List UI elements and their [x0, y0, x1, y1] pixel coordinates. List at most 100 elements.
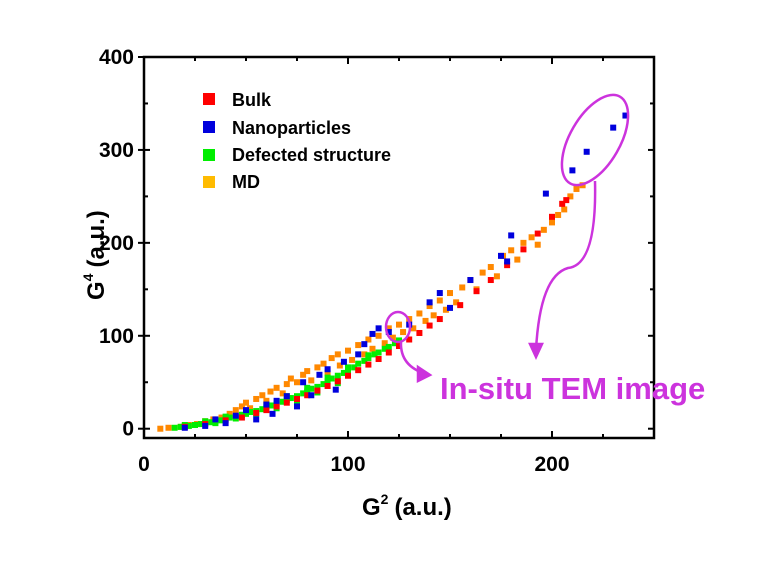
point-defected-structure: [396, 337, 402, 344]
point-bulk: [304, 392, 311, 399]
point-nanoparticles: [583, 148, 590, 155]
point-defected-structure: [334, 372, 341, 379]
point-defected-structure: [171, 424, 178, 431]
point-bulk: [473, 288, 480, 295]
point-nanoparticles: [222, 420, 229, 427]
point-defected-structure: [324, 374, 331, 381]
point-defected-structure: [340, 369, 347, 376]
point-md: [263, 397, 270, 404]
point-md: [534, 241, 541, 248]
point-nanoparticles: [447, 304, 453, 311]
x-tick-label: 0: [138, 453, 150, 476]
point-bulk: [385, 349, 392, 356]
point-nanoparticles: [369, 330, 376, 337]
legend-swatch-defected: [203, 149, 215, 161]
point-md: [375, 332, 382, 339]
y-axis-label: G4(a.u.): [80, 210, 110, 300]
point-md: [514, 256, 521, 263]
point-bulk: [314, 387, 321, 394]
point-md: [561, 206, 568, 213]
legend-swatch-bulk: [203, 93, 215, 105]
y-tick-label: 100: [99, 325, 134, 348]
point-md: [549, 219, 555, 226]
point-nanoparticles: [508, 232, 515, 239]
point-md: [226, 410, 233, 417]
point-defected-structure: [324, 378, 331, 385]
legend: Bulk Nanoparticles Defected structure MD: [203, 90, 391, 192]
point-md: [238, 403, 245, 410]
point-md: [442, 306, 449, 313]
point-md: [426, 303, 433, 310]
legend-label-md: MD: [232, 172, 260, 192]
point-md: [422, 317, 429, 324]
point-bulk: [273, 403, 280, 410]
point-nanoparticles: [232, 412, 239, 419]
point-md: [555, 211, 562, 218]
x-axis-label: G2(a.u.): [362, 491, 452, 521]
y-tick-label: 200: [99, 232, 134, 255]
point-defected-structure: [259, 406, 266, 413]
annotation-text: In-situ TEM image: [440, 371, 705, 406]
point-md: [361, 351, 368, 358]
point-md: [324, 369, 331, 376]
point-nanoparticles: [375, 325, 382, 332]
point-bulk: [549, 213, 555, 220]
point-bulk: [559, 200, 566, 207]
point-bulk: [355, 367, 362, 374]
point-defected-structure: [345, 364, 351, 371]
point-defected-structure: [287, 395, 294, 402]
point-md: [283, 381, 290, 388]
point-md: [540, 226, 547, 233]
point-md: [349, 356, 356, 363]
point-defected-structure: [226, 414, 233, 421]
point-nanoparticles: [498, 252, 504, 259]
y-tick-label: 400: [99, 46, 134, 69]
point-md: [279, 390, 286, 397]
point-md: [389, 334, 396, 341]
point-nanoparticles: [202, 422, 209, 429]
point-bulk: [457, 302, 464, 309]
point-defected-structure: [279, 398, 286, 405]
point-bulk: [238, 414, 245, 421]
point-bulk: [324, 382, 331, 389]
point-bulk: [416, 329, 423, 336]
point-defected-structure: [308, 385, 315, 392]
point-defected-structure: [218, 417, 225, 424]
point-defected-structure: [185, 422, 192, 429]
point-md: [410, 325, 417, 332]
point-md: [328, 355, 335, 362]
point-bulk: [436, 316, 443, 323]
point-nanoparticles: [316, 371, 323, 378]
point-md: [294, 379, 300, 386]
point-defected-structure: [361, 357, 368, 364]
point-nanoparticles: [324, 366, 331, 373]
point-md: [355, 342, 362, 349]
point-defected-structure: [304, 388, 311, 395]
point-nanoparticles: [622, 112, 629, 119]
point-md: [459, 284, 466, 291]
large-arrow-head: [528, 342, 544, 360]
point-bulk: [365, 361, 372, 368]
point-nanoparticles: [273, 397, 280, 404]
point-bulk: [334, 378, 341, 385]
point-md: [345, 347, 351, 354]
point-md: [453, 299, 460, 306]
point-bulk: [283, 399, 290, 406]
point-defected-structure: [192, 421, 198, 428]
small-highlight-ellipse: [384, 310, 412, 344]
point-bulk: [504, 262, 511, 269]
y-tick-label: 300: [99, 139, 134, 162]
point-nanoparticles: [253, 416, 260, 423]
point-defected-structure: [385, 343, 392, 350]
point-nanoparticles: [283, 393, 290, 400]
point-md: [232, 407, 239, 414]
point-md: [381, 340, 388, 347]
point-md: [334, 351, 341, 358]
point-bulk: [406, 336, 413, 343]
point-bulk: [534, 230, 541, 237]
point-md: [243, 399, 249, 406]
large-highlight-ellipse: [560, 93, 630, 187]
svg-text:G2(a.u.): G2(a.u.): [362, 491, 452, 521]
point-md: [336, 362, 343, 369]
